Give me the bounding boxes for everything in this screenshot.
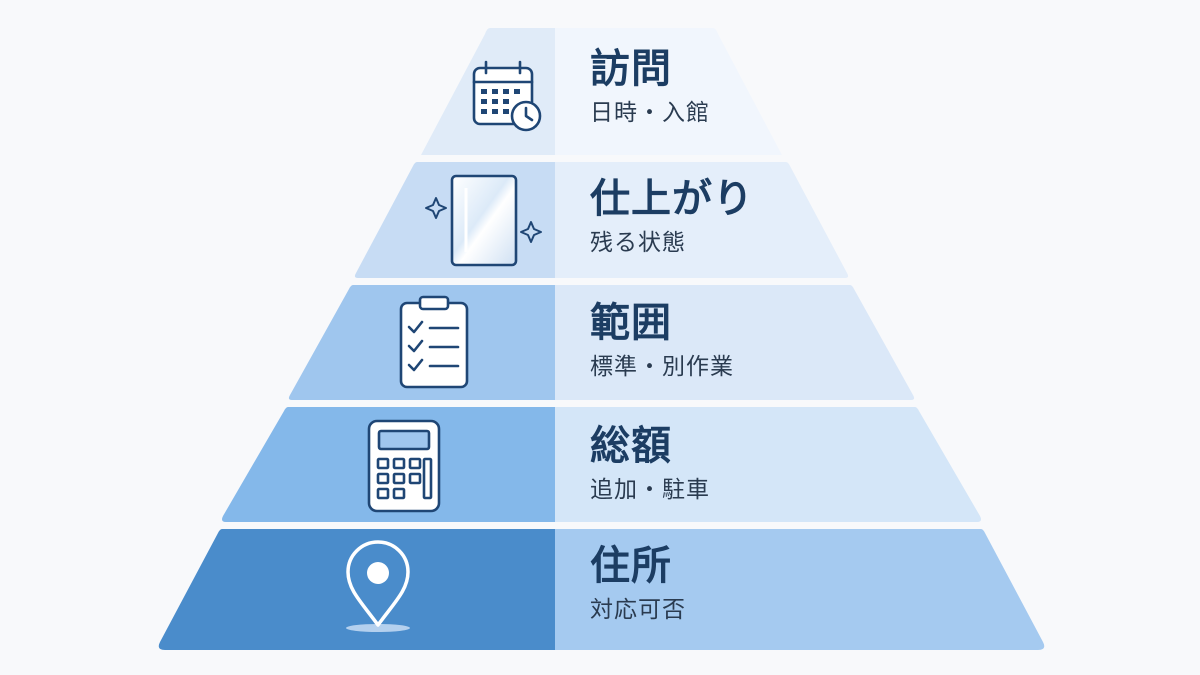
tier-1-right-band xyxy=(555,28,782,155)
tier-5-text: 住所 対応可否 xyxy=(590,544,686,624)
tier-4-title: 総額 xyxy=(590,423,672,469)
tier-4-subtitle: 追加・駐車 xyxy=(590,477,710,503)
tier-1-text: 訪問 日時・入館 xyxy=(590,47,710,127)
tier-5-title: 住所 xyxy=(590,543,672,589)
tier-4-right-band xyxy=(555,407,981,522)
tier-1-subtitle: 日時・入館 xyxy=(590,100,710,126)
tier-3-text: 範囲 標準・別作業 xyxy=(590,301,734,381)
sparkling-mirror-icon xyxy=(425,174,542,267)
tier-3-subtitle: 標準・別作業 xyxy=(590,354,734,380)
map-pin-icon xyxy=(346,540,410,632)
calendar-clock-icon xyxy=(472,60,542,132)
tier-2-text: 仕上がり 残る状態 xyxy=(590,177,754,257)
checklist-clipboard-icon xyxy=(399,295,469,389)
tier-2-subtitle: 残る状態 xyxy=(590,230,686,256)
tier-3-right-band xyxy=(555,285,915,400)
tier-5-right-band xyxy=(555,529,1045,650)
tier-5-subtitle: 対応可否 xyxy=(590,597,686,623)
calculator-icon xyxy=(367,419,441,513)
tier-2-title: 仕上がり xyxy=(590,176,754,222)
tier-2-right-band xyxy=(555,162,849,278)
tier-4-text: 総額 追加・駐車 xyxy=(590,424,710,504)
tier-3-title: 範囲 xyxy=(590,300,672,346)
tier-1-title: 訪問 xyxy=(590,46,672,92)
